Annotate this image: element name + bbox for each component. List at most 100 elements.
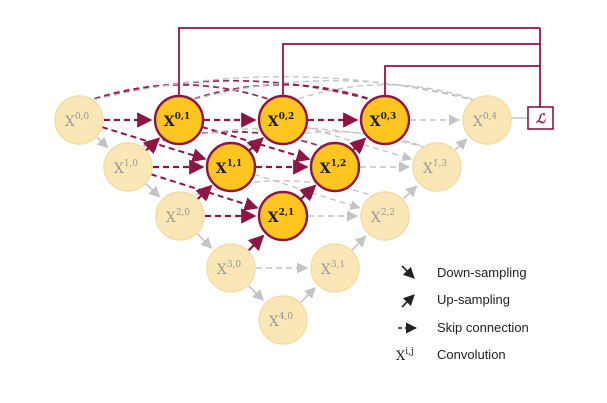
node-label: X1,0 bbox=[114, 159, 139, 177]
node-x-0-2: X0,2 bbox=[257, 94, 309, 146]
legend: Down-sampling Up-sampling Skip connectio… bbox=[396, 265, 529, 364]
node-x-3-0: X3,0 bbox=[206, 243, 256, 293]
node-label-superscript: 0,3 bbox=[381, 112, 397, 122]
dense-arc-0,2-to-0,4 bbox=[288, 84, 482, 103]
node-label-base: X bbox=[423, 161, 433, 177]
legend-label-down: Down-sampling bbox=[437, 265, 527, 280]
node-label-base: X bbox=[268, 114, 279, 130]
edges bbox=[96, 112, 468, 303]
node-circle bbox=[359, 94, 411, 146]
dense-arc-0,0-to-0,2 bbox=[84, 84, 278, 103]
node-x-0-1: X0,1 bbox=[153, 94, 205, 146]
legend-convolution: Xi,j Convolution bbox=[396, 347, 506, 364]
up-edge-1,0-to-0,1 bbox=[142, 137, 160, 155]
node-label: X2,1 bbox=[268, 208, 295, 226]
node-label-superscript: 1,1 bbox=[227, 159, 243, 169]
node-label-superscript: 0,4 bbox=[483, 112, 498, 122]
dense-arc-0,1-to-0,4 bbox=[184, 79, 482, 103]
legend-label-skip: Skip connection bbox=[437, 320, 529, 335]
node-label: X1,2 bbox=[320, 159, 347, 177]
down-arrow-icon bbox=[401, 265, 415, 279]
node-label: X0,4 bbox=[473, 112, 498, 130]
node-label-superscript: 3,1 bbox=[331, 260, 345, 270]
node-x-1-0: X1,0 bbox=[103, 142, 153, 192]
node-label-base: X bbox=[114, 161, 124, 177]
node-circle bbox=[206, 243, 256, 293]
node-label-base: X bbox=[370, 114, 381, 130]
node-x-1-1: X1,1 bbox=[205, 141, 257, 193]
nodes: X0,0X1,0X2,0X3,0X4,0X0,1X1,1X2,1X3,1X0,2… bbox=[54, 94, 512, 345]
legend-up-sampling: Up-sampling bbox=[401, 292, 510, 308]
up-edge-1,2-to-0,3 bbox=[349, 138, 366, 155]
down-edge-2,0-to-3,0 bbox=[196, 233, 213, 249]
node-label-superscript: 1,2 bbox=[331, 159, 347, 169]
node-label: X2,2 bbox=[371, 208, 395, 226]
up-arrow-icon bbox=[401, 294, 415, 308]
node-label-base: X bbox=[269, 314, 279, 330]
node-x-2-1: X2,1 bbox=[257, 190, 309, 242]
node-label-base: X bbox=[217, 262, 227, 278]
node-label-superscript: 2,2 bbox=[381, 208, 395, 218]
up-edge-3,0-to-2,1 bbox=[247, 234, 265, 252]
loss-label: ℒ bbox=[536, 112, 546, 127]
node-label-base: X bbox=[216, 161, 227, 177]
deep-supervision-lines bbox=[178, 27, 541, 119]
node-circle bbox=[205, 141, 257, 193]
node-label: X4,0 bbox=[269, 312, 294, 330]
node-label: X0,3 bbox=[370, 112, 397, 130]
node-label-base: X bbox=[320, 161, 331, 177]
up-edge-1,3-to-0,4 bbox=[454, 138, 468, 151]
node-circle bbox=[310, 243, 360, 293]
up-edge-4,0-to-3,1 bbox=[300, 287, 316, 303]
node-label-superscript: 2,1 bbox=[279, 208, 295, 218]
down-edge-0,0-to-1,0 bbox=[96, 136, 109, 149]
node-circle bbox=[412, 142, 462, 192]
legend-label-up: Up-sampling bbox=[437, 292, 510, 307]
node-circle bbox=[462, 95, 512, 145]
up-edge-1,1-to-0,2 bbox=[246, 137, 264, 154]
node-label-superscript: 1,3 bbox=[433, 159, 448, 169]
node-label-base: X bbox=[321, 262, 331, 278]
up-edge-2,0-to-1,1 bbox=[195, 185, 212, 202]
node-label: X1,3 bbox=[423, 159, 448, 177]
node-label: X1,1 bbox=[216, 159, 243, 177]
supervision-line-0,2 bbox=[282, 43, 540, 96]
up-edge-2,1-to-1,2 bbox=[299, 185, 316, 202]
node-x-0-0: X0,0 bbox=[54, 95, 104, 145]
node-label-base: X bbox=[166, 210, 176, 226]
node-x-2-0: X2,0 bbox=[155, 191, 205, 241]
node-circle bbox=[360, 191, 410, 241]
node-label: X0,2 bbox=[268, 112, 295, 130]
supervision-line-0,1 bbox=[178, 27, 540, 96]
node-circle bbox=[258, 295, 308, 345]
node-circle bbox=[103, 142, 153, 192]
node-label-base: X bbox=[65, 114, 75, 130]
node-label-base: X bbox=[473, 114, 483, 130]
legend-label-conv: Convolution bbox=[437, 347, 506, 362]
node-x-0-3: X0,3 bbox=[359, 94, 411, 146]
node-x-1-3: X1,3 bbox=[412, 142, 462, 192]
dense-arc-0,1-to-0,3 bbox=[184, 83, 380, 103]
node-x-1-2: X1,2 bbox=[309, 141, 361, 193]
node-label-base: X bbox=[371, 210, 381, 226]
node-label-base: X bbox=[268, 210, 279, 226]
legend-down-sampling: Down-sampling bbox=[401, 265, 527, 280]
node-x-3-1: X3,1 bbox=[310, 243, 360, 293]
node-label: X2,0 bbox=[166, 208, 191, 226]
legend-skip-connection: Skip connection bbox=[398, 320, 529, 335]
up-edge-2,2-to-1,3 bbox=[402, 185, 418, 200]
node-circle bbox=[155, 191, 205, 241]
node-label-superscript: 0,1 bbox=[175, 112, 191, 122]
down-edge-1,0-to-2,0 bbox=[145, 183, 161, 198]
node-label: X3,1 bbox=[321, 260, 345, 278]
convolution-symbol: Xi,j bbox=[396, 347, 414, 364]
node-label-superscript: 4,0 bbox=[279, 312, 294, 322]
node-label-superscript: 0,0 bbox=[75, 112, 90, 122]
node-label-superscript: 1,0 bbox=[124, 159, 139, 169]
supervision-line-0,3 bbox=[384, 65, 540, 96]
node-label-base: X bbox=[164, 114, 175, 130]
node-label-superscript: 0,2 bbox=[279, 112, 295, 122]
node-label: X0,1 bbox=[164, 112, 191, 130]
node-circle bbox=[309, 141, 361, 193]
